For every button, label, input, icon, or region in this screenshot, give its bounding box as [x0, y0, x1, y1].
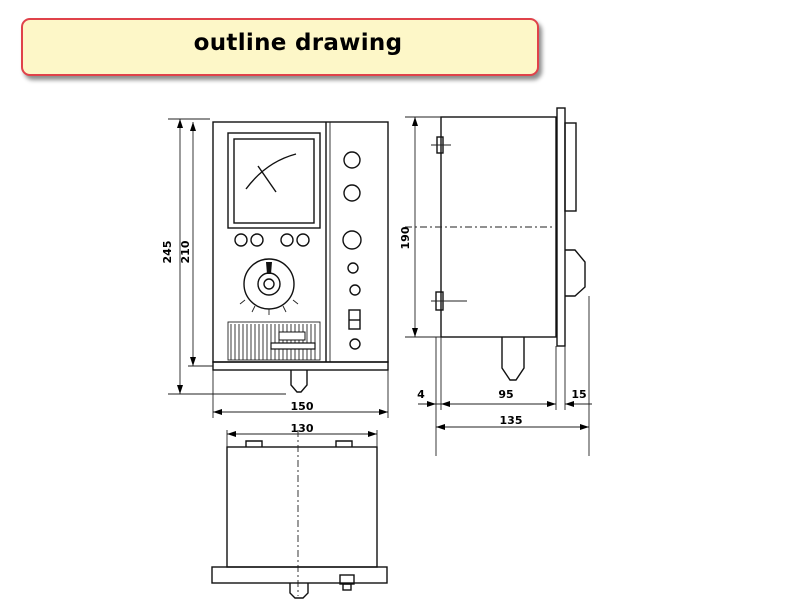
bottom-connector — [289, 583, 309, 599]
indicator-light — [250, 233, 264, 247]
control-button — [349, 338, 361, 350]
dim-front-height-inner: 210 — [179, 240, 192, 263]
knob — [257, 272, 281, 296]
knob-pointer — [266, 262, 272, 274]
page-title: outline drawing — [193, 30, 403, 56]
control-button — [349, 284, 361, 296]
bottom-tab — [335, 440, 353, 447]
control-button — [342, 230, 362, 250]
side-view: 190 4 95 15 135 — [399, 107, 592, 456]
bottom-base — [211, 566, 388, 584]
front-view: 245 210 150 — [161, 118, 389, 418]
meter-window — [233, 138, 315, 224]
indicator-light — [234, 233, 248, 247]
dim-side-height: 190 — [399, 226, 412, 249]
meter-scale-arc — [245, 153, 297, 190]
side-panel-lip — [564, 122, 577, 212]
bottom-view: 130 — [211, 422, 388, 599]
dim-side-gap: 4 — [417, 388, 425, 401]
front-base — [212, 361, 389, 371]
control-button — [343, 184, 361, 202]
side-knob-profile — [565, 249, 586, 297]
dim-side-total-depth: 135 — [500, 414, 523, 427]
side-flange — [556, 107, 566, 347]
dim-side-depth: 95 — [498, 388, 513, 401]
bottom-body — [226, 446, 378, 568]
dim-front-height-outer: 245 — [161, 241, 174, 264]
dim-front-width: 150 — [291, 400, 314, 413]
front-connector — [290, 370, 308, 393]
control-button — [343, 151, 361, 169]
title-banner: outline drawing — [21, 18, 539, 76]
knob-center — [263, 278, 275, 290]
indicator-light — [296, 233, 310, 247]
dim-side-flange: 15 — [571, 388, 586, 401]
indicator-light — [280, 233, 294, 247]
meter-frame — [227, 132, 321, 229]
side-connector — [501, 337, 525, 381]
cooling-fins — [227, 321, 321, 361]
meter-needle — [257, 165, 277, 193]
dim-bottom-width: 130 — [291, 422, 314, 435]
control-button — [347, 262, 359, 274]
bottom-tab — [245, 440, 263, 447]
